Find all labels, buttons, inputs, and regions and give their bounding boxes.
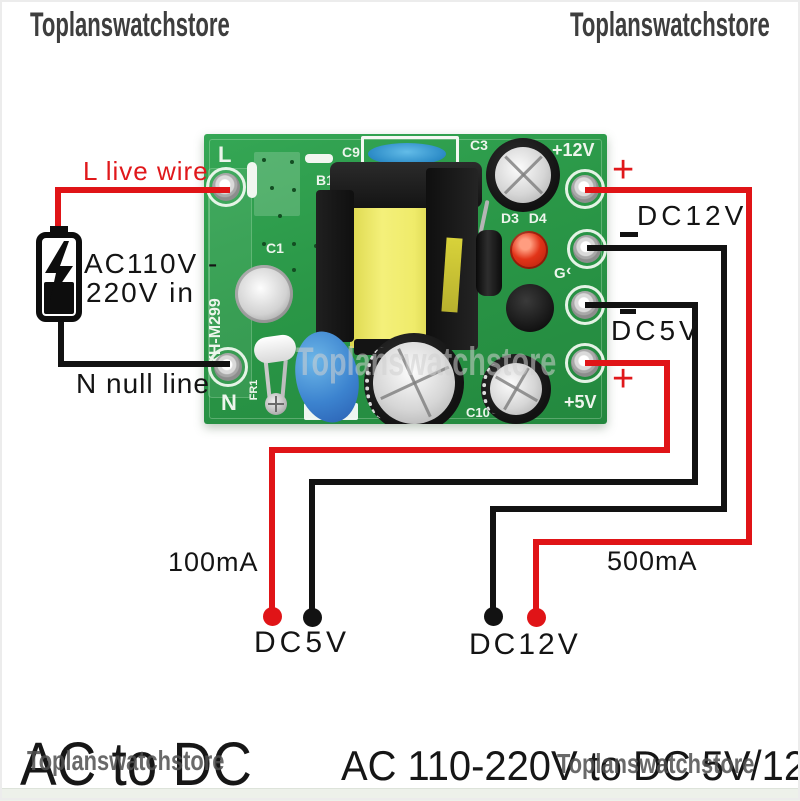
- wire-5v-plus-stub: [585, 360, 670, 366]
- output-cap-rim-marking: [482, 363, 510, 415]
- silk-b1: B1: [316, 172, 334, 188]
- silk-c9: C9: [342, 144, 360, 160]
- c10-large-capacitor: [361, 330, 467, 424]
- wire-null-vertical: [58, 316, 64, 366]
- silk-plus5v: +5V: [564, 392, 597, 412]
- wire-5v-minus-across: [312, 479, 698, 485]
- wire-live-vertical: [55, 187, 61, 233]
- pcb-slot-vertical: [247, 162, 257, 198]
- wire-12v-plus-drop: [533, 539, 539, 617]
- wire-5v-plus-down: [664, 360, 670, 453]
- c1-capacitor-silver: [235, 265, 293, 323]
- output-dc5v-label: DC5V: [254, 626, 351, 659]
- store-brand-left: Toplanswatchstore: [30, 6, 230, 44]
- plus-symbol-5v: +: [612, 358, 635, 400]
- wire-12v-minus-drop: [490, 506, 496, 617]
- live-wire-label: L live wire: [83, 156, 209, 186]
- silk-n: N: [221, 390, 237, 415]
- wire-12v-minus-down: [721, 245, 727, 512]
- store-brand-right: Toplanswatchstore: [570, 6, 770, 44]
- footer-subtitle: AC 110-220V to DC 5V/12V: [341, 742, 800, 789]
- transformer-left-clamp: [316, 190, 354, 342]
- wire-12v-plus-stub: [585, 187, 752, 193]
- wire-5v-minus-down: [692, 302, 698, 485]
- diode-black: [476, 230, 502, 296]
- wire-12v-plus-across: [535, 539, 752, 545]
- watermark-bottom-left: Toplanswatchstore: [27, 745, 225, 776]
- wire-5v-minus-stub: [585, 302, 698, 308]
- probe-dot-dc12v-minus: [484, 607, 503, 626]
- screw-head: [265, 393, 287, 415]
- pcb-slot-horizontal: [305, 154, 333, 163]
- c9-blue-capacitor: [368, 143, 446, 165]
- wire-12v-plus-down: [746, 187, 752, 545]
- silk-fr1: FR1: [248, 379, 260, 401]
- probe-dot-dc5v-plus: [263, 607, 282, 626]
- current-12v-label: 500mA: [607, 546, 698, 576]
- wire-5v-minus-drop: [309, 479, 315, 617]
- dc12v-output-label: DC12V: [637, 200, 748, 231]
- silk-plus12v: +12V: [552, 140, 595, 160]
- input-voltage-line1: AC110V -: [84, 248, 220, 279]
- pcb-solder-patch: [254, 152, 300, 216]
- silk-c3: C3: [470, 137, 488, 153]
- wire-12v-minus-across: [493, 506, 727, 512]
- silk-d3d4: D3 D4: [501, 210, 547, 226]
- led-red: [510, 231, 548, 269]
- silk-c1: C1: [266, 240, 284, 256]
- bottom-strip: [0, 788, 800, 801]
- silk-g: G: [554, 265, 566, 282]
- via-dots: [262, 158, 266, 162]
- c10-rim-marking: [365, 347, 403, 419]
- wire-5v-plus-drop: [269, 447, 275, 616]
- battery-icon: [36, 226, 82, 322]
- c3-capacitor: [486, 138, 560, 212]
- pad-n: [208, 347, 248, 387]
- silk-l: L: [218, 142, 232, 167]
- silk-c10: C10: [466, 405, 490, 420]
- input-voltage-line2: 220V in: [86, 277, 195, 308]
- wire-5v-plus-across: [270, 447, 670, 453]
- minus-symbol-5v: [620, 309, 636, 314]
- wire-live-horizontal: [55, 187, 230, 193]
- watermark-center: Toplanswatchstore: [296, 340, 557, 384]
- output-capacitor: [481, 354, 551, 424]
- silk-g-bracket: ‹: [566, 262, 572, 279]
- transistor-round: [506, 284, 554, 332]
- current-5v-label: 100mA: [168, 547, 259, 577]
- watermark-bottom-right: Toplanswatchstore: [557, 748, 755, 779]
- screw-slot-h: [268, 403, 284, 405]
- c3-vent-top: [495, 147, 551, 203]
- output-dc12v-label: DC12V: [469, 628, 581, 661]
- wire-null-horizontal: [58, 361, 230, 367]
- dc5v-output-label: DC5V: [611, 315, 702, 346]
- probe-dot-dc5v-minus: [303, 608, 322, 627]
- footer-title: AC to DC: [20, 730, 252, 798]
- wire-12v-minus-stub: [587, 245, 727, 251]
- probe-dot-dc12v-plus: [527, 608, 546, 627]
- plus-symbol-12v: +: [612, 149, 635, 191]
- null-line-label: N null line: [76, 368, 210, 399]
- pcb-board: L N XH-M299 C1 C9 B1 C3 D3 D4 G ‹ +12V +…: [204, 134, 607, 424]
- minus-symbol-12v: [620, 232, 638, 237]
